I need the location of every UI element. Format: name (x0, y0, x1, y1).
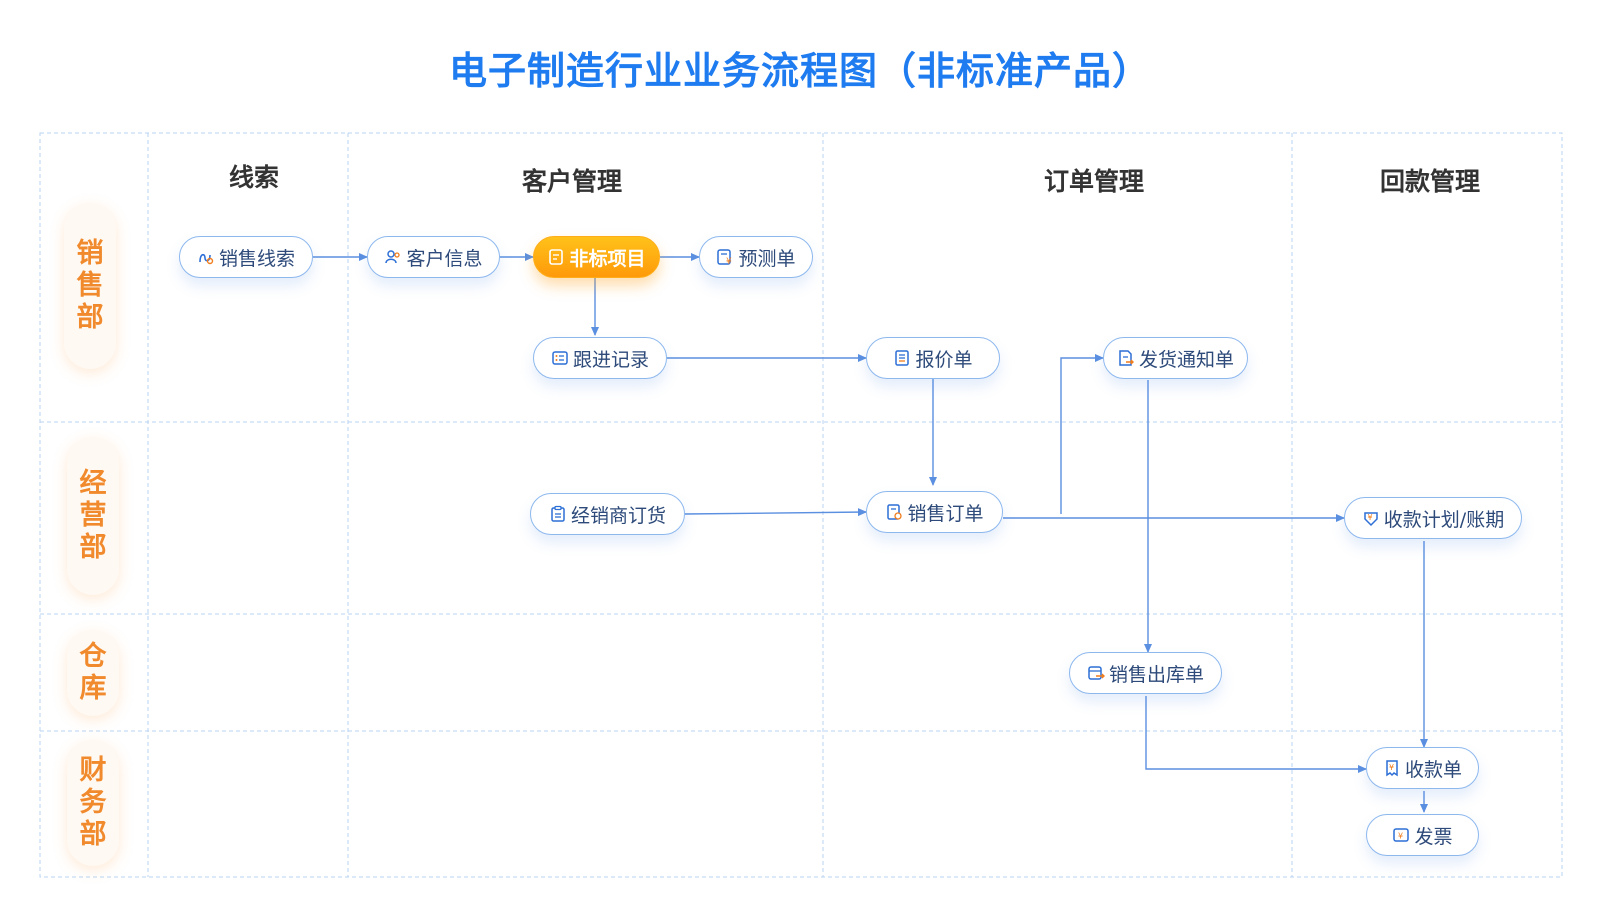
grid-lines (39, 132, 1563, 878)
page-title: 电子制造行业业务流程图（非标准产品） (448, 49, 1151, 93)
arrow-dealer-to-order (684, 508, 867, 517)
connector-lines (313, 253, 1428, 813)
lane-operations: 经 营 部 (67, 437, 119, 595)
svg-text:¥: ¥ (1367, 513, 1372, 522)
order-icon (885, 503, 903, 521)
clipboard-icon (549, 505, 567, 523)
node-dealer-order[interactable]: 经销商订货 (530, 493, 685, 535)
forecast-icon: ¥ (716, 248, 734, 266)
document-icon (547, 248, 565, 266)
column-header-customer: 客户管理 (521, 167, 623, 196)
svg-text:¥: ¥ (1398, 832, 1403, 841)
node-sales-outbound[interactable]: 销售出库单 (1069, 652, 1222, 694)
node-nonstandard-project[interactable]: 非标项目 (533, 236, 660, 278)
receipt-icon: ¥ (1383, 759, 1401, 777)
lane-finance: 财 务 部 (67, 740, 119, 866)
node-quotation[interactable]: 报价单 (866, 337, 1000, 379)
node-receipt[interactable]: ¥ 收款单 (1366, 747, 1479, 789)
svg-text:¥: ¥ (726, 257, 732, 266)
svg-text:¥: ¥ (1389, 763, 1394, 772)
lead-icon (197, 248, 215, 266)
node-customer-info[interactable]: 客户信息 (367, 236, 500, 278)
payment-plan-icon: ¥ (1362, 509, 1380, 527)
column-header-leads: 线索 (228, 163, 280, 192)
customer-icon (384, 248, 402, 266)
node-follow-up[interactable]: 跟进记录 (533, 337, 667, 379)
quote-icon (893, 349, 911, 367)
invoice-icon: ¥ (1392, 826, 1410, 844)
arrow-outbound-to-receipt (1145, 696, 1367, 773)
column-header-payment: 回款管理 (1379, 167, 1481, 196)
node-sales-order[interactable]: 销售订单 (866, 491, 1003, 533)
arrow-order-to-shipping (1060, 354, 1104, 514)
node-shipping-notice[interactable]: 发货通知单 (1103, 337, 1248, 379)
outbound-icon (1087, 664, 1105, 682)
record-icon (551, 349, 569, 367)
column-header-order: 订单管理 (1043, 167, 1145, 196)
node-forecast[interactable]: ¥ 预测单 (699, 236, 813, 278)
shipping-notice-icon (1117, 349, 1135, 367)
lane-warehouse: 仓 库 (67, 630, 119, 716)
node-payment-plan[interactable]: ¥ 收款计划/账期 (1344, 497, 1522, 539)
lane-sales: 销 售 部 (64, 203, 116, 369)
node-sales-lead[interactable]: 销售线索 (179, 236, 313, 278)
node-invoice[interactable]: ¥ 发票 (1366, 814, 1479, 856)
